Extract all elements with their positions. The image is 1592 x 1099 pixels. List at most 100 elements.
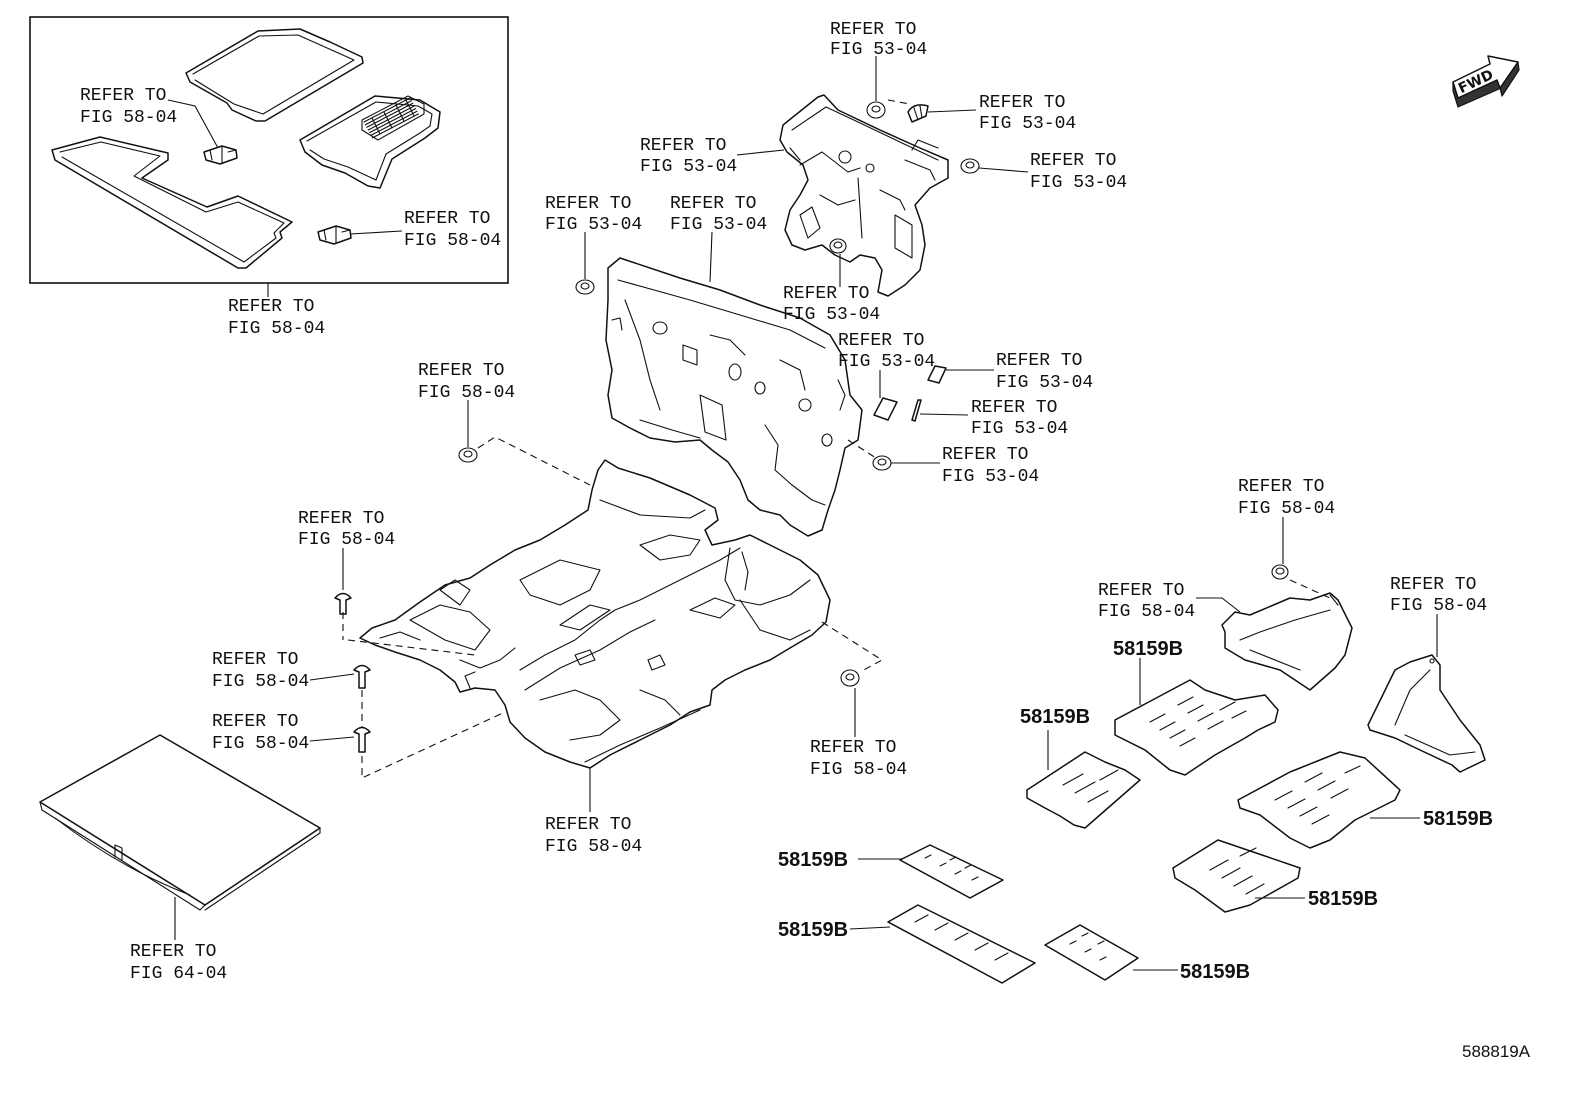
push-rivet <box>334 592 352 615</box>
callout-refer-text: REFER TO <box>670 194 756 214</box>
callout-fig-text: FIG 58-04 <box>545 837 642 857</box>
part-number-label: 58159B <box>1113 638 1183 660</box>
silencer-pad <box>1172 839 1301 913</box>
fwd-arrow-icon: FWD <box>1452 55 1520 108</box>
callout-refer-text: REFER TO <box>1390 575 1476 595</box>
callout-refer-text: REFER TO <box>404 209 490 229</box>
part-number-label: 58159B <box>778 849 848 871</box>
leader-lines <box>167 56 1438 971</box>
callout-fig-text: FIG 58-04 <box>228 319 325 339</box>
grommet <box>1271 564 1289 580</box>
callout-refer-text: REFER TO <box>545 815 631 835</box>
part-number-label: 58159B <box>1423 808 1493 830</box>
callout-fig-text: FIG 53-04 <box>1030 173 1127 193</box>
callout-fig-text: FIG 53-04 <box>545 215 642 235</box>
mat-clip <box>203 145 238 165</box>
callout-fig-text: FIG 53-04 <box>838 352 935 372</box>
grommet <box>872 455 892 471</box>
silencer-pad <box>887 904 1036 984</box>
callout-refer-text: REFER TO <box>830 20 916 40</box>
part-number-label: 58159B <box>1020 706 1090 728</box>
callout-refer-text: REFER TO <box>942 445 1028 465</box>
silencer-pad <box>1114 679 1279 776</box>
callout-fig-text: FIG 58-04 <box>80 108 177 128</box>
part-number-label: 58159B <box>1308 888 1378 910</box>
grommet <box>829 238 847 254</box>
grommet <box>575 279 595 295</box>
diagram-id: 588819A <box>1462 1042 1531 1061</box>
callout-fig-text: FIG 53-04 <box>942 467 1039 487</box>
silencer-pad <box>1044 924 1139 981</box>
callout-refer-text: REFER TO <box>1098 581 1184 601</box>
callout-refer-text: REFER TO <box>1030 151 1116 171</box>
callout-refer-text: REFER TO <box>838 331 924 351</box>
callout-fig-text: FIG 58-04 <box>404 231 501 251</box>
callout-fig-text: FIG 58-04 <box>418 383 515 403</box>
callout-fig-text: FIG 64-04 <box>130 964 227 984</box>
callout-fig-text: FIG 58-04 <box>212 672 309 692</box>
callout-fig-text: FIG 53-04 <box>783 305 880 325</box>
callout-refer-text: REFER TO <box>80 86 166 106</box>
callout-refer-text: REFER TO <box>640 136 726 156</box>
grommet <box>458 447 478 463</box>
floor-carpet <box>359 459 831 769</box>
push-rivet <box>353 726 371 753</box>
dash-insulator-upper <box>779 94 949 297</box>
rear-floor-silencer <box>1221 592 1353 691</box>
callout-fig-text: FIG 53-04 <box>830 40 927 60</box>
callout-refer-text: REFER TO <box>1238 477 1324 497</box>
silencer-pad <box>1026 751 1141 829</box>
silencer-pad <box>899 844 1004 899</box>
callout-fig-text: FIG 58-04 <box>1098 602 1195 622</box>
part-number-label: 58159B <box>778 919 848 941</box>
callout-fig-text: FIG 58-04 <box>1238 499 1335 519</box>
callout-fig-text: FIG 53-04 <box>640 157 737 177</box>
callout-fig-text: FIG 58-04 <box>810 760 907 780</box>
callout-fig-text: FIG 53-04 <box>971 419 1068 439</box>
callout-fig-text: FIG 53-04 <box>979 114 1076 134</box>
dash-panel-insulator <box>605 257 863 537</box>
grommet <box>866 101 886 119</box>
push-clip <box>907 104 929 123</box>
rear-floor-mat <box>185 28 364 122</box>
grommet <box>840 669 860 687</box>
callout-refer-text: REFER TO <box>545 194 631 214</box>
front-passenger-floor-mat <box>51 136 293 269</box>
callout-fig-text: FIG 58-04 <box>298 530 395 550</box>
callout-fig-text: FIG 58-04 <box>1390 596 1487 616</box>
driver-floor-mat <box>299 95 441 189</box>
insulator-pad <box>873 397 898 421</box>
callout-fig-text: FIG 53-04 <box>996 373 1093 393</box>
callout-refer-text: REFER TO <box>971 398 1057 418</box>
silencer-pad <box>1237 751 1401 849</box>
callout-refer-text: REFER TO <box>418 361 504 381</box>
insulator-pad <box>911 399 922 422</box>
callout-refer-text: REFER TO <box>130 942 216 962</box>
callout-refer-text: REFER TO <box>996 351 1082 371</box>
part-number-label: 58159B <box>1180 961 1250 983</box>
dashed-guides <box>342 99 1331 779</box>
side-silencer <box>1367 654 1486 773</box>
callout-refer-text: REFER TO <box>212 650 298 670</box>
